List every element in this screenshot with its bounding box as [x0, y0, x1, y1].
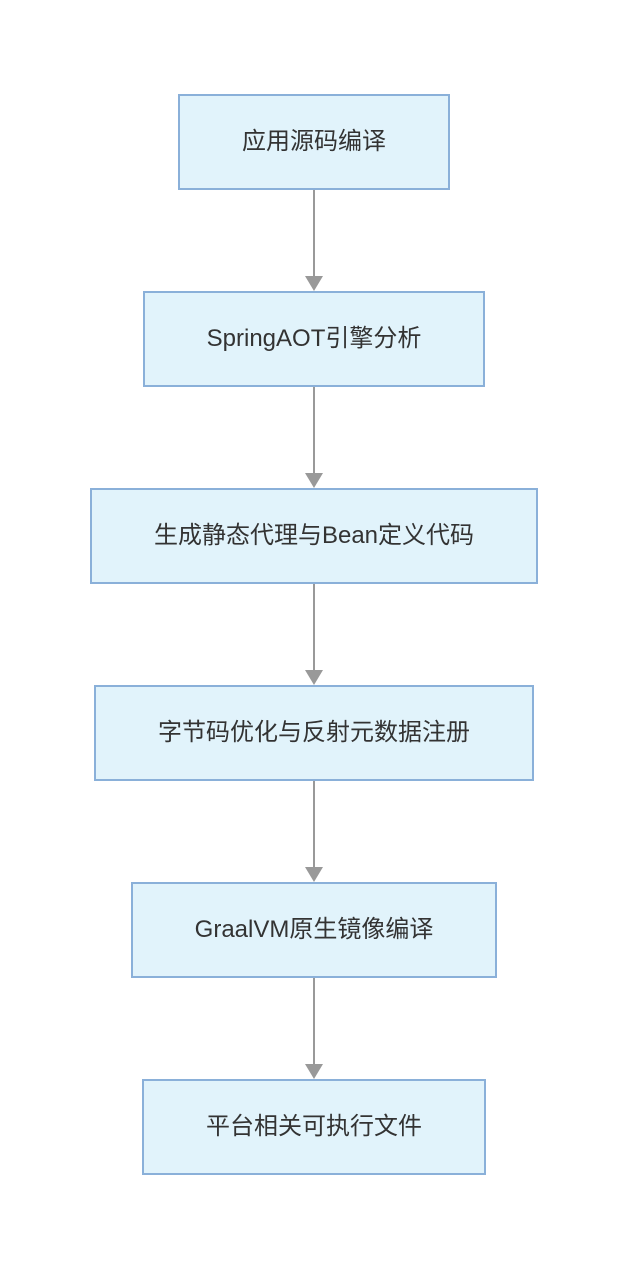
arrowhead-down-icon	[305, 867, 323, 882]
arrow-line	[313, 387, 315, 474]
node-label: 应用源码编译	[242, 128, 386, 156]
flow-node-springaot-analysis: SpringAOT引擎分析	[142, 291, 486, 387]
arrow-line	[313, 978, 315, 1065]
arrowhead-down-icon	[305, 276, 323, 291]
flow-node-generate-proxy-bean: 生成静态代理与Bean定义代码	[89, 488, 539, 584]
arrow-line	[313, 781, 315, 868]
node-label: SpringAOT引擎分析	[206, 325, 422, 353]
arrowhead-down-icon	[305, 1064, 323, 1079]
flow-arrow-1	[305, 190, 323, 291]
arrow-line	[313, 584, 315, 671]
flow-node-graalvm-native-image: GraalVM原生镜像编译	[130, 882, 498, 978]
flow-node-source-compile: 应用源码编译	[178, 94, 450, 190]
node-label: 生成静态代理与Bean定义代码	[153, 522, 475, 550]
flow-arrow-2	[305, 387, 323, 488]
arrowhead-down-icon	[305, 670, 323, 685]
flow-arrow-3	[305, 584, 323, 685]
arrow-line	[313, 190, 315, 277]
node-label: 平台相关可执行文件	[206, 1113, 422, 1141]
flow-arrow-5	[305, 978, 323, 1079]
flow-node-platform-executable: 平台相关可执行文件	[142, 1079, 486, 1175]
flow-node-bytecode-reflection: 字节码优化与反射元数据注册	[94, 685, 534, 781]
flow-arrow-4	[305, 781, 323, 882]
node-label: 字节码优化与反射元数据注册	[158, 719, 470, 747]
arrowhead-down-icon	[305, 473, 323, 488]
node-label: GraalVM原生镜像编译	[194, 916, 434, 944]
